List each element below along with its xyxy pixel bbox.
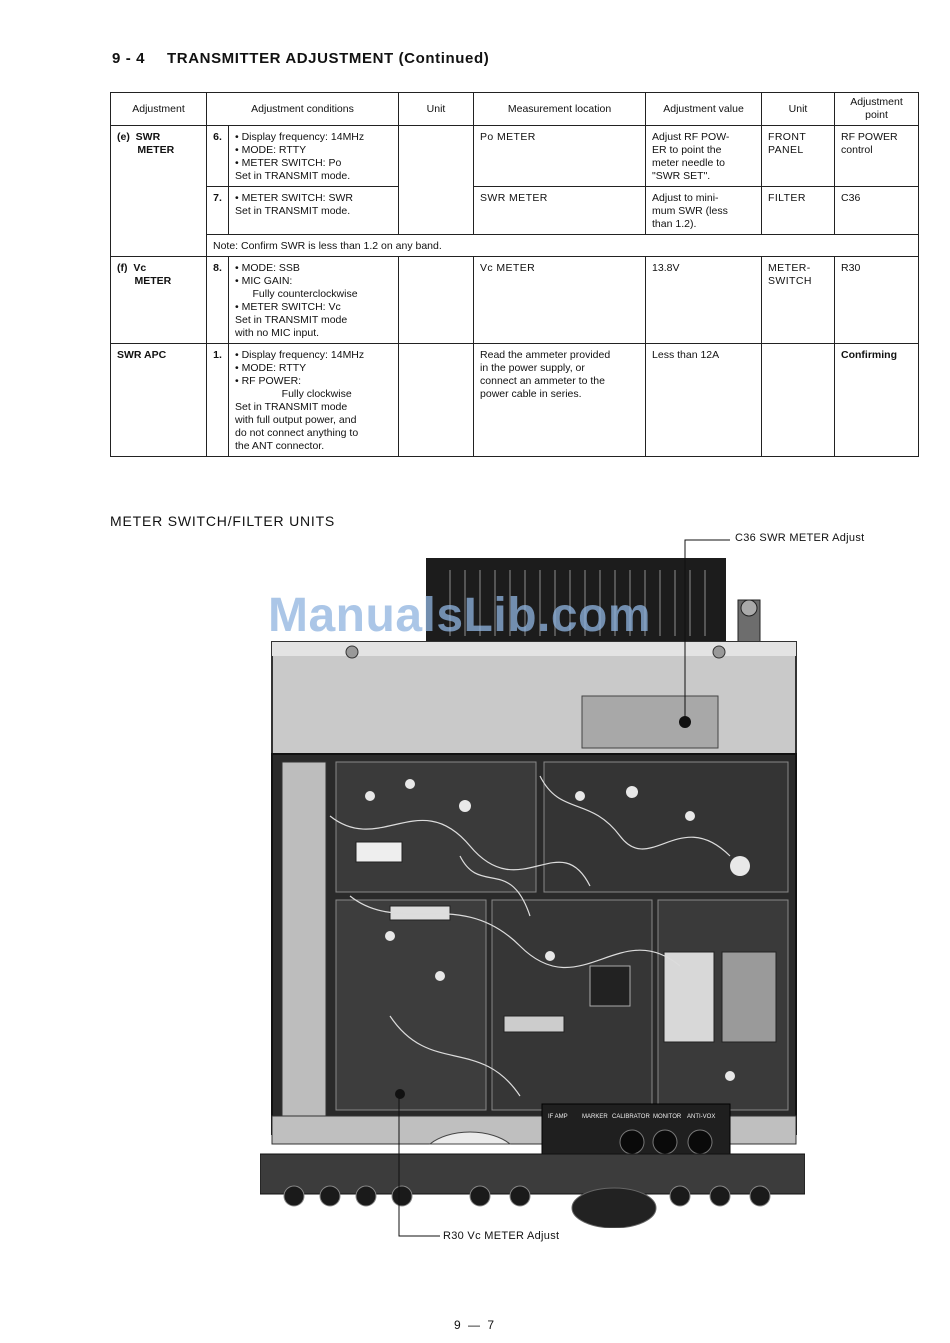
row-label-swr-meter: (e) SWR METER <box>110 125 207 257</box>
adjustment-table: Adjustment Adjustment conditions Unit Me… <box>110 92 920 457</box>
panel-label: MONITOR <box>653 1114 682 1120</box>
step-number: 1. <box>206 343 229 457</box>
header-unit-2: Unit <box>761 92 836 126</box>
value-cell: Less than 12A <box>645 343 763 457</box>
header-measurement: Measurement location <box>473 92 647 126</box>
value-cell: 13.8V <box>645 256 763 344</box>
conditions-cell: • Display frequency: 14MHz • MODE: RTTY … <box>227 343 400 457</box>
page-number: 9 — 7 <box>453 1318 496 1332</box>
filter-module <box>721 951 777 1043</box>
filter-module <box>663 951 715 1043</box>
main-tuning-knob <box>571 1187 657 1228</box>
conditions-cell: • Display frequency: 14MHz • MODE: RTTY … <box>227 125 400 187</box>
header-conditions: Adjustment conditions <box>205 92 400 126</box>
section-title: TRANSMITTER ADJUSTMENT (Continued) <box>167 50 490 67</box>
unit-cell <box>398 256 475 344</box>
conditions-cell: • METER SWITCH: SWR Set in TRANSMIT mode… <box>227 186 400 235</box>
section-heading: 9 - 4 TRANSMITTER ADJUSTMENT (Continued) <box>112 50 489 67</box>
point-cell: R30 <box>834 256 920 344</box>
table-header-row: Adjustment Adjustment conditions Unit Me… <box>110 92 920 126</box>
unit-cell <box>398 125 475 235</box>
header-value: Adjustment value <box>645 92 763 126</box>
table-row: 7. • METER SWITCH: SWR Set in TRANSMIT m… <box>111 186 920 235</box>
step-number: 8. <box>206 256 229 344</box>
conditions-cell: • MODE: SSB • MIC GAIN: Fully counterclo… <box>227 256 400 344</box>
measurement-cell: Po METER <box>473 125 647 187</box>
header-unit: Unit <box>398 92 475 126</box>
note-text: Note: Confirm SWR is less than 1.2 on an… <box>205 234 920 257</box>
row-label-swr-apc: SWR APC <box>110 343 207 457</box>
panel-label: ANTI-VOX <box>687 1114 715 1120</box>
measurement-cell: Read the ammeter provided in the power s… <box>473 343 647 457</box>
table-row: (e) SWR METER 6. • Display frequency: 14… <box>110 125 920 257</box>
unit2-cell: FRONT PANEL <box>761 125 836 187</box>
section-number: 9 - 4 <box>112 50 146 67</box>
unit2-cell: METER- SWITCH <box>761 256 836 344</box>
unit2-cell <box>761 343 836 457</box>
callout-r30: R30 Vc METER Adjust <box>443 1230 560 1242</box>
table-row: (f) Vc METER 8. • MODE: SSB • MIC GAIN: … <box>110 256 920 344</box>
header-adjustment: Adjustment <box>110 92 207 126</box>
table-row: SWR APC 1. • Display frequency: 14MHz • … <box>110 343 920 457</box>
panel-label: CALIBRATOR <box>612 1114 650 1120</box>
note-row: Note: Confirm SWR is less than 1.2 on an… <box>111 234 920 257</box>
value-cell: Adjust RF POW- ER to point the meter nee… <box>645 125 763 187</box>
row-label-vc-meter: (f) Vc METER <box>110 256 207 344</box>
value-cell: Adjust to mini- mum SWR (less than 1.2). <box>645 186 763 235</box>
side-rail <box>281 761 327 1119</box>
step-number: 7. <box>206 186 229 235</box>
meter-switch-filter-photo: IF AMP MARKER CALIBRATOR MONITOR ANTI-VO… <box>260 558 805 1228</box>
point-cell: C36 <box>834 186 920 235</box>
measurement-cell: Vc METER <box>473 256 647 344</box>
measurement-cell: SWR METER <box>473 186 647 235</box>
watermark: ManualsLib.com <box>268 589 652 642</box>
unit-cell <box>398 343 475 457</box>
pcb-board <box>335 761 537 893</box>
point-cell: Confirming <box>834 343 920 457</box>
figure-title: METER SWITCH/FILTER UNITS <box>110 513 336 529</box>
c36-marker <box>679 716 691 728</box>
unit2-cell: FILTER <box>761 186 836 235</box>
callout-c36: C36 SWR METER Adjust <box>735 532 865 544</box>
pcb-board <box>335 899 487 1111</box>
panel-label: IF AMP <box>548 1114 568 1120</box>
panel-label: MARKER <box>582 1114 608 1120</box>
point-cell: RF POWER control <box>834 125 920 187</box>
step-number: 6. <box>206 125 229 187</box>
r30-marker <box>395 1089 405 1099</box>
